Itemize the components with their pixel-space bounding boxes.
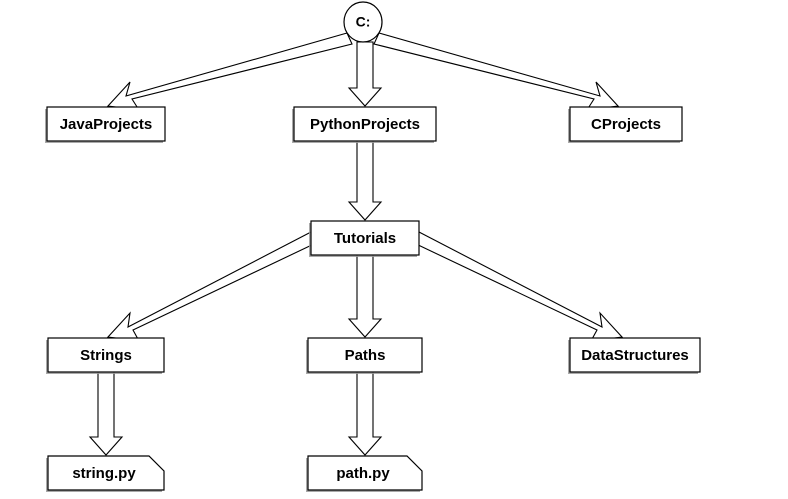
- edge-layer: [88, 32, 624, 456]
- strings-label: Strings: [80, 347, 132, 364]
- node-cprojects[interactable]: CProjects: [568, 106, 683, 143]
- javaprojects-rect: [46, 106, 166, 142]
- paths-label: Paths: [345, 347, 386, 364]
- paths-rect: [307, 337, 423, 373]
- node-pythonprojects[interactable]: PythonProjects: [292, 106, 437, 143]
- node-datastructures[interactable]: DataStructures: [568, 337, 701, 374]
- javaprojects-label: JavaProjects: [60, 116, 153, 133]
- node-strings[interactable]: Strings: [46, 337, 165, 374]
- node-path-py[interactable]: path.py: [306, 455, 423, 492]
- edge-tutorials-to-datastructures: [413, 231, 624, 342]
- edge-root-to-cprojects: [373, 32, 620, 111]
- string-py-note: [47, 455, 165, 491]
- pythonprojects-label: PythonProjects: [310, 116, 420, 133]
- node-string-py[interactable]: string.py: [46, 455, 165, 492]
- path-py-note: [307, 455, 423, 491]
- datastructures-rect: [569, 337, 701, 373]
- path-py-label: path.py: [336, 465, 390, 482]
- strings-rect: [47, 337, 165, 373]
- node-tutorials[interactable]: Tutorials: [309, 220, 420, 257]
- node-layer: C: JavaProjects PythonProjects CProjects: [45, 1, 701, 492]
- edge-paths-to-path-py: [347, 371, 383, 456]
- node-root[interactable]: C:: [343, 1, 383, 43]
- tutorials-rect: [310, 220, 420, 256]
- edge-pythonprojects-to-tutorials: [347, 140, 383, 221]
- edge-tutorials-to-paths: [347, 254, 383, 338]
- edge-strings-to-string-py: [88, 371, 124, 456]
- pythonprojects-rect: [293, 106, 437, 142]
- edge-tutorials-to-strings: [106, 231, 317, 342]
- edge-root-to-javaprojects: [106, 32, 353, 111]
- string-py-label: string.py: [72, 465, 136, 482]
- cprojects-label: CProjects: [591, 116, 661, 133]
- node-paths[interactable]: Paths: [306, 337, 423, 374]
- root-label: C:: [356, 14, 371, 30]
- root-ellipse: [343, 1, 383, 43]
- node-javaprojects[interactable]: JavaProjects: [45, 106, 166, 143]
- tutorials-label: Tutorials: [334, 230, 396, 247]
- edge-root-to-pythonprojects: [347, 41, 383, 107]
- datastructures-label: DataStructures: [581, 347, 689, 364]
- cprojects-rect: [569, 106, 683, 142]
